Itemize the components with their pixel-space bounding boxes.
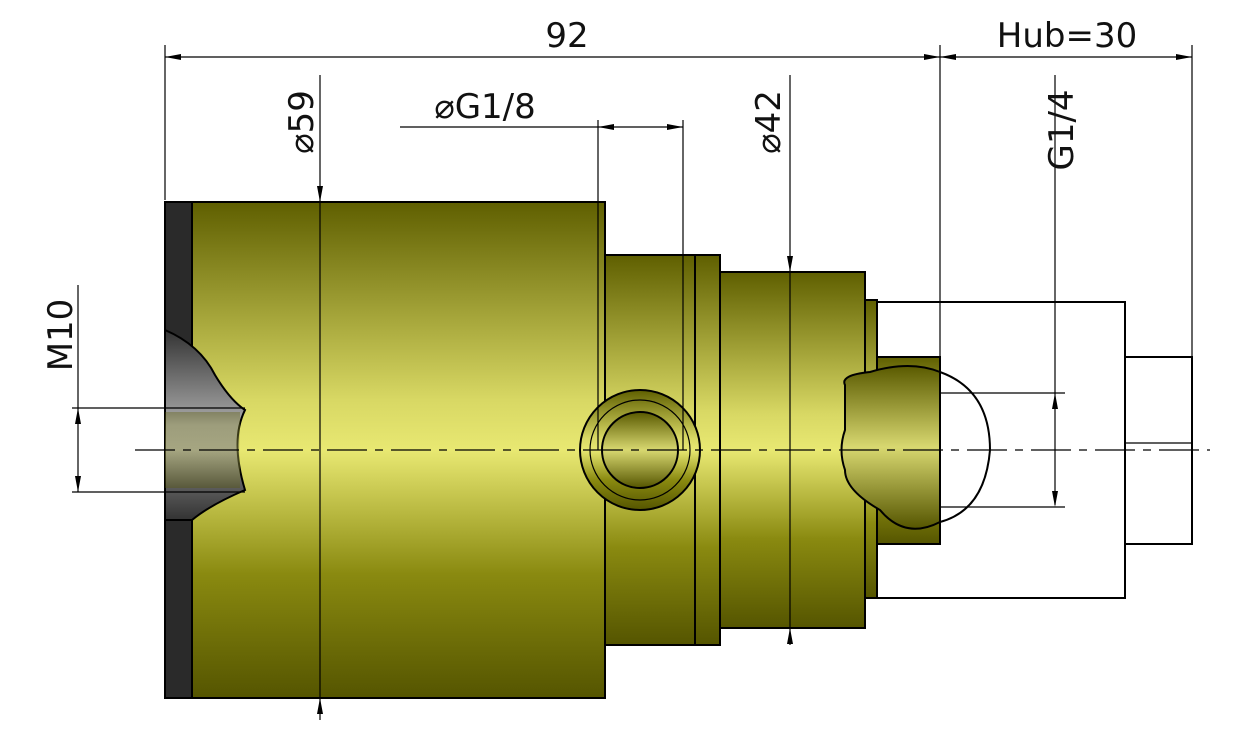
dim-overall-length: 92 (545, 16, 588, 56)
dim-side-port: ⌀G1/8 (434, 87, 536, 127)
dimension-lines (72, 45, 1193, 720)
dim-thread: M10 (41, 299, 81, 372)
dim-step-diameter: ⌀42 (749, 90, 789, 154)
dim-hub: Hub=30 (997, 16, 1137, 56)
rear-bore-section (840, 365, 941, 530)
dim-rear-port: G1/4 (1042, 89, 1082, 170)
dim-outer-diameter: ⌀59 (282, 90, 322, 154)
